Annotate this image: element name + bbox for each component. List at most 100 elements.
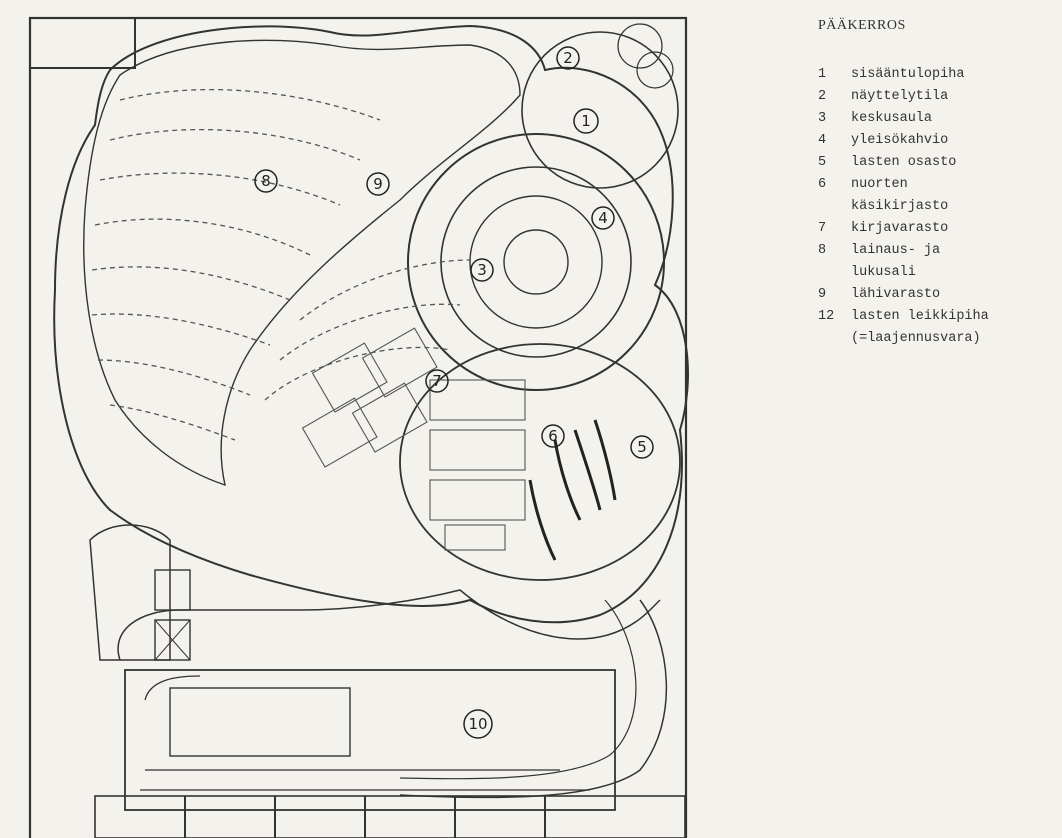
marker-3: 3 xyxy=(470,258,494,282)
stack-row-1 xyxy=(119,88,381,121)
marker-5: 5 xyxy=(630,435,654,459)
legend-item-number: 9 xyxy=(818,287,827,302)
child-shelf-4 xyxy=(528,479,557,561)
legend-item-label: lukusali xyxy=(851,265,916,280)
legend-item-number xyxy=(818,196,851,218)
legend-item-number: 7 xyxy=(818,221,827,236)
tree-circle-a xyxy=(617,23,663,69)
service-block-a xyxy=(154,569,191,611)
marker-2: 2 xyxy=(556,46,580,70)
storage-block-2 xyxy=(301,397,378,468)
marker-2-label: 2 xyxy=(563,49,573,67)
stack-row-8 xyxy=(109,404,236,441)
service-block-b xyxy=(154,619,191,661)
marker-7: 7 xyxy=(425,369,449,393)
legend-item: 4 yleisökahvio xyxy=(818,130,1058,152)
stack-row-3 xyxy=(99,172,341,206)
legend-item-label: yleisökahvio xyxy=(851,133,949,148)
storage-block-3 xyxy=(361,327,438,398)
marker-5-label: 5 xyxy=(637,438,647,456)
marker-10-label: 10 xyxy=(468,715,487,733)
legend-title: PÄÄKERROS xyxy=(818,18,906,33)
central-hall-core xyxy=(469,195,603,329)
marker-6: 6 xyxy=(541,424,565,448)
storage-block-5 xyxy=(429,379,526,421)
library-outer-wall xyxy=(53,24,689,624)
child-shelf-2 xyxy=(573,429,602,511)
legend-item-label: sisääntulopiha xyxy=(851,67,965,82)
legend-item: lukusali xyxy=(818,262,1058,284)
legend-item: 2 näyttelytila xyxy=(818,86,1058,108)
marker-8-label: 8 xyxy=(261,172,271,190)
legend-item-number xyxy=(818,328,851,350)
stack-row-9 xyxy=(299,259,471,321)
legend-item: (=laajennusvara) xyxy=(818,328,1058,350)
legend-item-number: 2 xyxy=(818,89,827,104)
tree-circle-b xyxy=(636,51,674,89)
legend-item: 7 kirjavarasto xyxy=(818,218,1058,240)
legend-item: 3 keskusaula xyxy=(818,108,1058,130)
stack-row-6 xyxy=(91,313,271,346)
legend-item-number xyxy=(818,262,851,284)
service-cross-2 xyxy=(154,619,191,661)
legend-item-label: lasten leikkipiha xyxy=(851,309,989,324)
legend-item-label: nuorten xyxy=(851,177,908,192)
legend-item-label: keskusaula xyxy=(851,111,933,126)
reading-hall-inner-wall xyxy=(83,39,521,487)
legend-item: 6 nuorten xyxy=(818,174,1058,196)
child-shelf-3 xyxy=(593,419,617,501)
stack-row-11 xyxy=(264,346,451,401)
legend-item: käsikirjasto xyxy=(818,196,1058,218)
storage-block-4 xyxy=(351,382,428,453)
legend-item: 12 lasten leikkipiha xyxy=(818,306,1058,328)
child-shelf-1 xyxy=(553,439,582,521)
parking-strip xyxy=(94,795,686,838)
legend-item-label: näyttelytila xyxy=(851,89,949,104)
legend-item-label: lainaus- ja xyxy=(851,243,941,258)
marker-1-label: 1 xyxy=(581,112,591,130)
stack-row-7 xyxy=(97,359,251,396)
legend-item-number: 12 xyxy=(818,309,835,324)
marker-4-label: 4 xyxy=(598,209,608,227)
legend-item-number: 4 xyxy=(818,133,827,148)
legend-item-number: 8 xyxy=(818,243,827,258)
legend-item-label: (=laajennusvara) xyxy=(851,331,981,346)
marker-9: 9 xyxy=(366,172,390,196)
marker-4: 4 xyxy=(591,206,615,230)
legend-item-label: lasten osasto xyxy=(851,155,957,170)
stack-row-4 xyxy=(94,218,311,256)
site-boundary xyxy=(28,16,688,838)
marker-10: 10 xyxy=(463,709,493,739)
central-hall-stair xyxy=(503,229,569,295)
central-hall-outer xyxy=(407,133,665,391)
legend-item-label: käsikirjasto xyxy=(851,199,949,214)
path-curve-1 xyxy=(117,589,661,661)
playground-track xyxy=(140,675,590,791)
marker-3-label: 3 xyxy=(477,261,487,279)
marker-6-label: 6 xyxy=(548,427,558,445)
children-section-oval xyxy=(399,343,681,581)
marker-9-label: 9 xyxy=(373,175,383,193)
playground-inner xyxy=(169,687,351,757)
marker-1: 1 xyxy=(573,108,599,134)
legend-item: 8 lainaus- ja xyxy=(818,240,1058,262)
legend-item-number: 3 xyxy=(818,111,827,126)
legend-item-number: 6 xyxy=(818,177,827,192)
storage-block-7 xyxy=(429,479,526,521)
exhibition-circle xyxy=(521,31,679,189)
path-curve-2 xyxy=(399,599,667,799)
stack-row-2 xyxy=(109,128,361,161)
storage-block-6 xyxy=(429,429,526,471)
storage-block-1 xyxy=(311,342,388,413)
storage-block-8 xyxy=(444,524,506,551)
legend-item-label: kirjavarasto xyxy=(851,221,949,236)
stack-row-10 xyxy=(279,303,461,361)
playground-outer xyxy=(124,669,616,811)
stack-row-5 xyxy=(91,266,291,301)
